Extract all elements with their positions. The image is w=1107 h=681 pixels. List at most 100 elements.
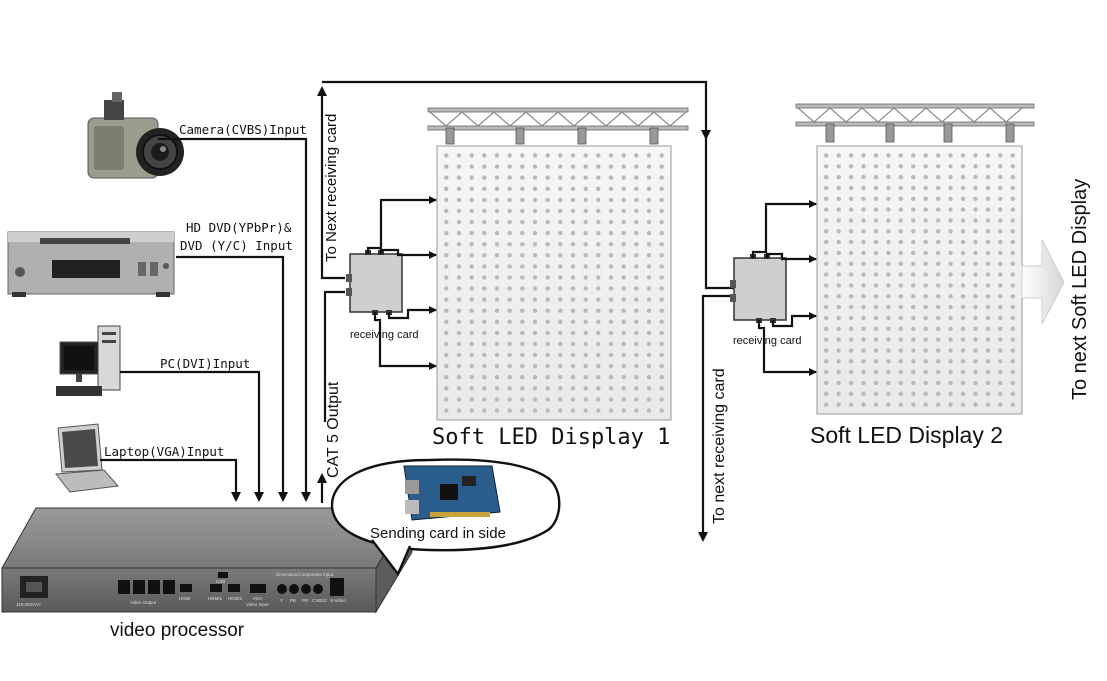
led-pixel [898, 153, 903, 158]
led-pixel [973, 369, 978, 375]
led-pixel [469, 153, 474, 158]
led-pixel [507, 175, 512, 180]
led-pixel [456, 297, 462, 302]
led-pixel [848, 174, 854, 180]
dvd-player-icon [7, 231, 175, 297]
led-pixel [923, 294, 928, 299]
led-pixel [646, 230, 652, 236]
led-pixel [520, 186, 525, 191]
led-pixel [848, 185, 854, 191]
led-pixel [596, 253, 601, 258]
led-pixel [520, 253, 525, 258]
sending-card-label: Sending card in side [370, 525, 506, 542]
led-pixel [824, 294, 829, 299]
led-pixel [570, 242, 576, 247]
led-pixel [960, 272, 966, 277]
camera-input-label: Camera(CVBS)Input [179, 122, 307, 137]
led-pixel [482, 219, 487, 225]
led-pixel [608, 253, 614, 258]
led-pixel [998, 174, 1003, 180]
led-pixel [646, 264, 652, 269]
led-pixel [973, 229, 978, 234]
led-pixel [456, 197, 462, 203]
led-pixel [634, 319, 639, 324]
led-pixel [824, 261, 829, 266]
led-pixel [621, 319, 626, 324]
led-pixel [634, 408, 639, 413]
led-pixel [507, 319, 512, 324]
led-pixel [898, 391, 903, 396]
led-pixel [873, 326, 879, 331]
led-pixel [570, 330, 576, 336]
led-pixel [570, 208, 576, 214]
led-pixel [998, 380, 1003, 386]
led-pixel [596, 375, 601, 380]
led-pixel [444, 341, 449, 347]
led-pixel [482, 242, 487, 247]
led-pixel [646, 242, 652, 247]
led-pixel [861, 174, 866, 180]
led-pixel [973, 272, 978, 277]
card2-row3-wire [771, 312, 817, 328]
led-pixel [848, 283, 854, 288]
pc-wire [120, 370, 264, 502]
led-pixel [507, 264, 512, 269]
led-pixel [469, 230, 474, 236]
led-pixel [494, 408, 500, 413]
led-pixel [985, 283, 991, 288]
led-pixel [836, 272, 841, 277]
led-pixel [973, 196, 978, 201]
led-pixel [998, 164, 1003, 169]
led-pixel [886, 304, 891, 310]
led-pixel [608, 175, 614, 180]
led-pixel [545, 375, 550, 380]
led-pixel [659, 286, 664, 291]
led-pixel [911, 402, 916, 407]
led-pixel [482, 197, 487, 203]
led-pixel [898, 315, 903, 321]
led-pixel [608, 297, 614, 302]
led-pixel [608, 408, 614, 413]
led-pixel [456, 230, 462, 236]
led-pixel [861, 326, 866, 331]
led-pixel [911, 283, 916, 288]
led-pixel [973, 294, 978, 299]
led-pixel [621, 330, 626, 336]
led-pixel [898, 326, 903, 331]
led-pixel [608, 242, 614, 247]
led-pixel [608, 230, 614, 236]
led-pixel [836, 337, 841, 342]
led-pixel [469, 286, 474, 291]
led-pixel [558, 375, 563, 380]
camera-icon [87, 92, 184, 179]
led-pixel [520, 153, 525, 158]
led-pixel [659, 397, 664, 402]
led-pixel [836, 185, 841, 191]
led-pixel [659, 164, 664, 169]
led-pixel [985, 348, 991, 353]
led-pixel [520, 164, 525, 169]
led-pixel [836, 196, 841, 201]
led-pixel [848, 229, 854, 234]
to-next-receiving-card-down-wire [698, 294, 734, 542]
led-pixel [596, 319, 601, 324]
led-pixel [848, 402, 854, 407]
led-pixel [532, 319, 538, 324]
led-pixel [444, 386, 449, 391]
card1-row2-wire [379, 248, 437, 259]
led-pixel [532, 397, 538, 402]
led-pixel [596, 186, 601, 191]
led-pixel [482, 230, 487, 236]
led-pixel [545, 242, 550, 247]
led-pixel [936, 315, 941, 321]
led-pixel [469, 275, 474, 280]
led-pixel [482, 319, 487, 324]
led-pixel [998, 304, 1003, 310]
led-pixel [646, 319, 652, 324]
led-pixel [646, 208, 652, 214]
led-pixel [545, 197, 550, 203]
led-pixel [545, 330, 550, 336]
led-pixel [456, 352, 462, 358]
led-pixel [960, 391, 966, 396]
led-pixel [848, 337, 854, 342]
